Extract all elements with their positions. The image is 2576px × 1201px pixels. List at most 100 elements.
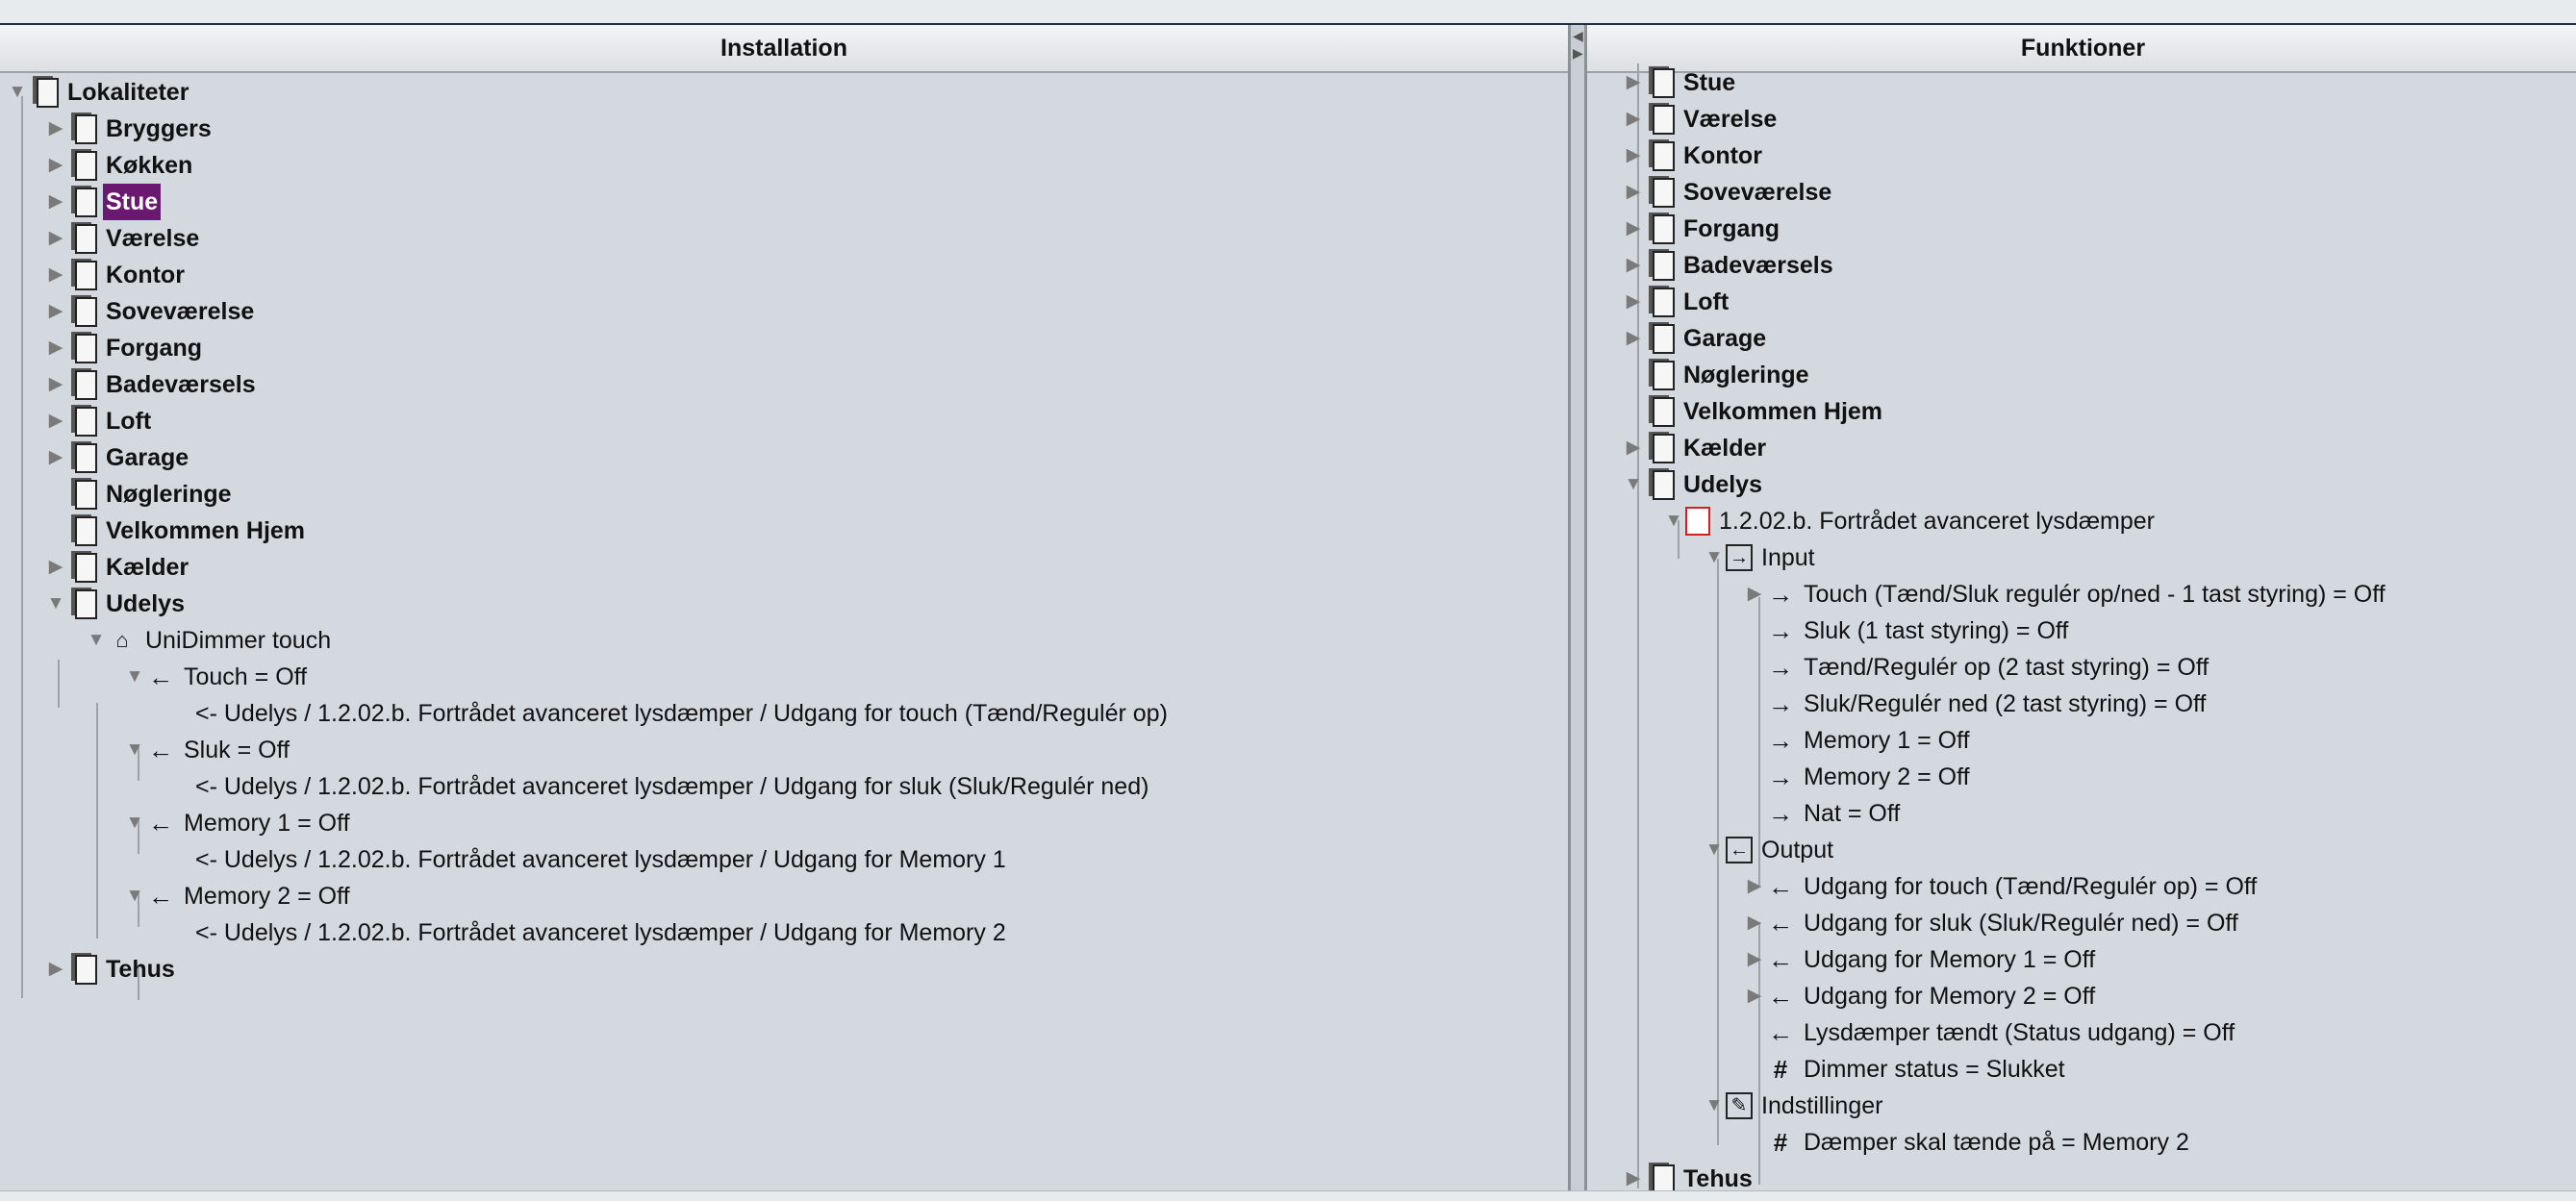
tree-item-location[interactable]: ▶Soveværelse — [1622, 173, 1834, 210]
tree-item-input[interactable]: →Nat = Off — [1743, 794, 1903, 831]
tree-item-input[interactable]: →Memory 1 = Off — [1743, 721, 1973, 758]
tree-item-function-device[interactable]: ▼1.2.02.b. Fortrådet avanceret lysdæmper — [1662, 502, 2158, 538]
tree-item-device[interactable]: ▼⌂UniDimmer touch — [85, 621, 334, 658]
expand-toggle-icon[interactable]: ▶ — [1626, 145, 1641, 166]
tree-item-output[interactable]: ▶←Udgang for touch (Tænd/Regulér op) = O… — [1743, 867, 2260, 904]
expand-toggle-icon[interactable]: ▶ — [1626, 291, 1641, 313]
expand-toggle-icon[interactable]: ▶ — [48, 374, 63, 395]
collapse-toggle-icon[interactable]: ▼ — [1705, 547, 1724, 568]
tree-item-output[interactable]: ▶←Udgang for Memory 1 = Off — [1743, 940, 2098, 977]
tree-item-link[interactable]: ▼←Sluk = Off — [123, 731, 292, 767]
expand-toggle-icon[interactable]: ▶ — [1626, 218, 1641, 239]
expand-toggle-icon[interactable]: ▶ — [48, 155, 63, 176]
tree-item-location[interactable]: ▶Stue — [1622, 63, 1738, 100]
collapse-toggle-icon[interactable]: ▼ — [1664, 511, 1683, 532]
tree-item-input-group[interactable]: ▼→Input — [1703, 538, 1818, 575]
tree-item-location[interactable]: ▶Tehus — [44, 950, 178, 987]
expand-toggle-icon[interactable]: ▶ — [1626, 72, 1641, 93]
expand-toggle-icon[interactable]: ▶ — [48, 338, 63, 359]
split-divider[interactable]: ◀ ▶ — [1571, 25, 1584, 1190]
tree-item-location[interactable]: ▶Bryggers — [44, 110, 215, 146]
tree-item-location[interactable]: Nøgleringe — [44, 475, 235, 512]
tree-item-location[interactable]: ▶Forgang — [1622, 210, 1782, 246]
collapse-toggle-icon[interactable]: ▼ — [125, 813, 144, 834]
tree-root-lokaliteter[interactable]: ▼Lokaliteter — [6, 73, 191, 110]
tree-item-location[interactable]: ▶Forgang — [44, 329, 205, 365]
tree-item-location[interactable]: ▶Kælder — [44, 548, 191, 585]
collapse-toggle-icon[interactable]: ▼ — [8, 82, 27, 103]
tree-item-input[interactable]: ▶→Touch (Tænd/Sluk regulér op/ned - 1 ta… — [1743, 575, 2388, 612]
expand-toggle-icon[interactable]: ▶ — [1626, 255, 1641, 276]
tree-item-location[interactable]: ▶Badeværsels — [1622, 246, 1836, 283]
collapse-toggle-icon[interactable]: ▼ — [1705, 1095, 1724, 1116]
expand-toggle-icon[interactable]: ▶ — [1747, 584, 1762, 605]
tree-item-location[interactable]: ▶Garage — [44, 438, 191, 475]
tree-item-link-target[interactable]: <- Udelys / 1.2.02.b. Fortrådet avancere… — [195, 700, 1168, 728]
tree-item-location-selected[interactable]: ▶Stue — [44, 183, 162, 221]
tree-item-output[interactable]: #Dimmer status = Slukket — [1743, 1050, 2068, 1087]
collapse-toggle-icon[interactable]: ▼ — [87, 630, 106, 651]
tree-item-location[interactable]: ▶Kælder — [1622, 429, 1769, 465]
tree-item-output[interactable]: ▶←Udgang for Memory 2 = Off — [1743, 977, 2098, 1013]
expand-toggle-icon[interactable]: ▶ — [1626, 182, 1641, 203]
expand-toggle-icon[interactable]: ▶ — [48, 191, 63, 213]
tree-item-link-target[interactable]: <- Udelys / 1.2.02.b. Fortrådet avancere… — [195, 773, 1149, 801]
tree-item-link-target[interactable]: <- Udelys / 1.2.02.b. Fortrådet avancere… — [195, 846, 1006, 874]
collapse-toggle-icon[interactable]: ▼ — [125, 886, 144, 907]
folder-icon — [75, 113, 97, 144]
expand-toggle-icon[interactable]: ▶ — [1626, 328, 1641, 349]
tree-item-location[interactable]: ▶Kontor — [44, 256, 188, 292]
tree-item-input[interactable]: →Tænd/Regulér op (2 tast styring) = Off — [1743, 648, 2211, 685]
tree-item-output[interactable]: ▶←Udgang for sluk (Sluk/Regulér ned) = O… — [1743, 904, 2241, 940]
tree-item-output[interactable]: ←Lysdæmper tændt (Status udgang) = Off — [1743, 1013, 2237, 1050]
collapse-toggle-icon[interactable]: ▼ — [125, 666, 144, 688]
expand-toggle-icon[interactable]: ▶ — [48, 411, 63, 432]
expand-toggle-icon[interactable]: ▶ — [48, 301, 63, 322]
expand-toggle-icon[interactable]: ▶ — [1747, 913, 1762, 934]
tree-item-location[interactable]: Nøgleringe — [1622, 356, 1812, 392]
expand-toggle-icon[interactable]: ▶ — [48, 959, 63, 980]
arrow-left-icon: ← — [148, 663, 173, 692]
tree-item-location[interactable]: ▶Kontor — [1622, 137, 1765, 173]
tree-item-setting[interactable]: #Dæmper skal tænde på = Memory 2 — [1743, 1123, 2192, 1160]
tree-item-location[interactable]: Velkommen Hjem — [44, 512, 308, 548]
collapse-toggle-icon[interactable]: ▼ — [1624, 474, 1643, 495]
expand-toggle-icon[interactable]: ▶ — [1626, 438, 1641, 459]
expand-toggle-icon[interactable]: ▶ — [1626, 109, 1641, 130]
tree-item-location[interactable]: ▶Garage — [1622, 319, 1769, 356]
tree-item-location[interactable]: ▶Soveværelse — [44, 292, 257, 329]
collapse-toggle-icon[interactable]: ▼ — [46, 593, 65, 614]
expand-toggle-icon[interactable]: ▶ — [48, 557, 63, 578]
expand-toggle-icon[interactable]: ▶ — [1626, 1168, 1641, 1189]
tree-item-location-expanded[interactable]: ▼Udelys — [1622, 465, 1765, 502]
collapse-toggle-icon[interactable]: ▼ — [1705, 839, 1724, 861]
expand-toggle-icon[interactable]: ▶ — [48, 118, 63, 139]
tree-item-link[interactable]: ▼←Memory 2 = Off — [123, 877, 353, 913]
tree-item-location[interactable]: Velkommen Hjem — [1622, 392, 1885, 429]
expand-toggle-icon[interactable]: ▶ — [1747, 986, 1762, 1007]
tree-item-location[interactable]: ▶Loft — [1622, 283, 1731, 319]
collapse-right-icon[interactable]: ▶ — [1573, 45, 1583, 61]
tree-item-location[interactable]: ▶Badeværsels — [44, 365, 259, 402]
tree-item-location[interactable]: ▶Loft — [44, 402, 154, 438]
tree-item-location[interactable]: ▶Køkken — [44, 146, 195, 183]
tree-item-location[interactable]: ▶Værelse — [44, 219, 202, 256]
tree-item-input[interactable]: →Sluk (1 tast styring) = Off — [1743, 612, 2071, 648]
tree-item-link-target[interactable]: <- Udelys / 1.2.02.b. Fortrådet avancere… — [195, 919, 1006, 947]
tree-item-input[interactable]: →Sluk/Regulér ned (2 tast styring) = Off — [1743, 685, 2209, 721]
collapse-left-icon[interactable]: ◀ — [1573, 28, 1583, 43]
tree-item-location-expanded[interactable]: ▼Udelys — [44, 585, 188, 621]
tree-item-location[interactable]: ▶Værelse — [1622, 100, 1780, 137]
tree-item-link[interactable]: ▼←Touch = Off — [123, 658, 310, 694]
collapse-toggle-icon[interactable]: ▼ — [125, 739, 144, 761]
tree-item-location[interactable]: ▶Tehus — [1622, 1160, 1755, 1190]
tree-item-settings-group[interactable]: ▼✎Indstillinger — [1703, 1087, 1885, 1123]
tree-item-input[interactable]: →Memory 2 = Off — [1743, 758, 1973, 794]
expand-toggle-icon[interactable]: ▶ — [1747, 949, 1762, 970]
expand-toggle-icon[interactable]: ▶ — [48, 264, 63, 286]
tree-item-link[interactable]: ▼←Memory 1 = Off — [123, 804, 353, 840]
tree-item-output-group[interactable]: ▼←Output — [1703, 831, 1836, 867]
expand-toggle-icon[interactable]: ▶ — [1747, 876, 1762, 897]
expand-toggle-icon[interactable]: ▶ — [48, 228, 63, 249]
expand-toggle-icon[interactable]: ▶ — [48, 447, 63, 468]
